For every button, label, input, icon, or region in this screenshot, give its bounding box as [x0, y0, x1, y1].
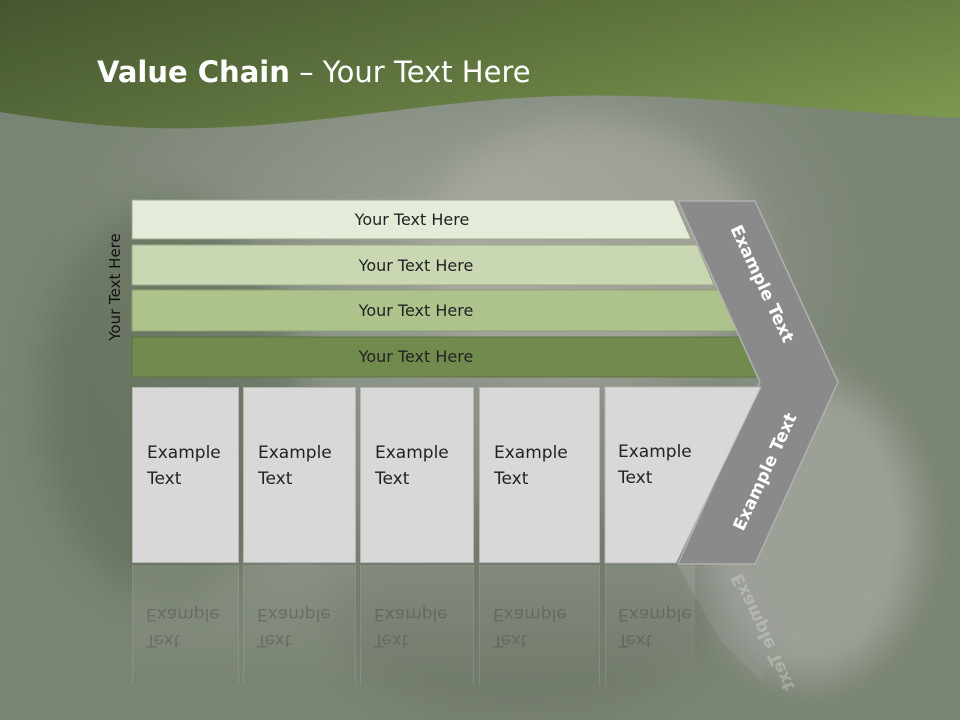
row-1: Your Text Here: [132, 200, 692, 238]
column-3-line2: Text: [375, 469, 410, 489]
column-1-line2: Text: [147, 469, 182, 489]
chevron-reflection: [678, 566, 790, 680]
row-2-label: Your Text Here: [358, 255, 474, 275]
column-3-line1: Example: [375, 443, 449, 463]
row-2: Your Text Here: [132, 246, 700, 284]
title-band: [0, 0, 960, 129]
column-2-line1: Example: [258, 443, 332, 463]
column-1-line1: Example: [147, 443, 221, 463]
column-4-line1: Example: [494, 443, 568, 463]
row-3-label: Your Text Here: [358, 300, 474, 320]
row-4: Your Text Here: [132, 337, 700, 375]
column-2-line2: Text: [258, 469, 293, 489]
row-bar-2: [131, 244, 715, 286]
column-4-line2: Text: [494, 469, 529, 489]
column-5-line2: Text: [618, 468, 653, 488]
chevron-arrow: [676, 200, 839, 565]
slide-title-bold: Value Chain: [97, 55, 290, 89]
slide-title: Value Chain – Your Text Here: [97, 55, 531, 89]
row-4-label: Your Text Here: [358, 346, 474, 366]
last-column-wedge: [604, 386, 762, 564]
slide-title-rest: – Your Text Here: [289, 55, 531, 89]
row-bar-1: [131, 199, 692, 240]
row-1-label: Your Text Here: [354, 209, 470, 229]
column-5-line1: Example: [618, 442, 692, 462]
row-3: Your Text Here: [132, 291, 700, 329]
